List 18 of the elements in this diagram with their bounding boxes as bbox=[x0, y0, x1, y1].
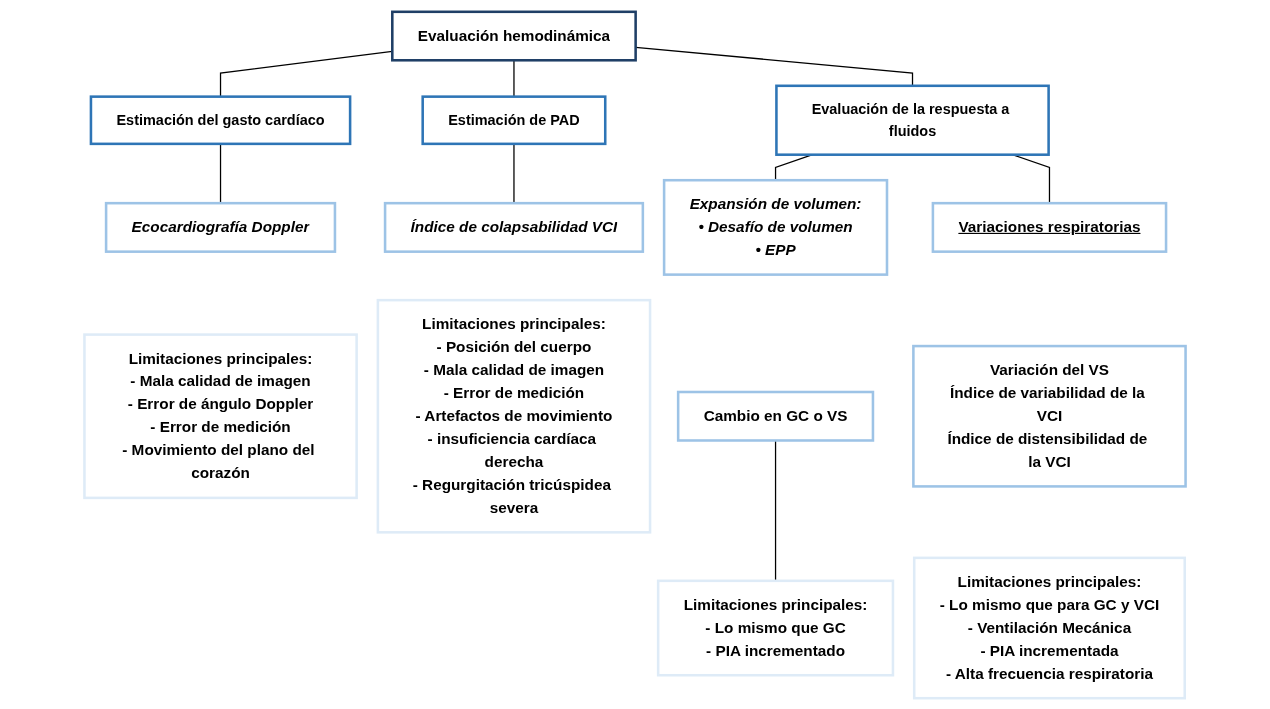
node-box: Estimación del gasto cardíaco bbox=[89, 94, 352, 145]
node-box: Índice de colapsabilidad VCI bbox=[383, 201, 645, 253]
connector bbox=[774, 439, 777, 581]
node-box: Limitaciones principales: - Posición del cuerpo - Mala calidad de imagen - Error de medición - Artefactos de movimiento - insuficiencia cardíaca derecha - Regurgitación tricúspidea severa bbox=[376, 298, 652, 534]
connector bbox=[635, 46, 914, 86]
node-box: Variación del VS Índice de variabilidad de la VCI Índice de distensibilidad de la VCI bbox=[912, 344, 1187, 488]
node-box: Ecocardiografía Doppler bbox=[104, 201, 337, 253]
node-box: Evaluación hemodinámica bbox=[391, 10, 637, 62]
connector bbox=[219, 50, 393, 97]
node-box: Limitaciones principales: - Lo mismo que para GC y VCI - Ventilación Mecánica - PIA incrementada - Alta frecuencia respiratoria bbox=[912, 556, 1186, 699]
node-box: Cambio en GC o VS bbox=[676, 390, 875, 442]
node-box: Estimación de PAD bbox=[421, 94, 607, 145]
node-box: Variaciones respiratorias bbox=[931, 201, 1168, 253]
connector bbox=[513, 59, 515, 97]
node-box: Limitaciones principales: - Lo mismo que GC - PIA incrementado bbox=[656, 579, 895, 676]
node-box: Limitaciones principales: - Mala calidad de imagen - Error de ángulo Doppler - Error de medición - Movimiento del plano del corazón bbox=[83, 332, 358, 499]
node-box: Evaluación de la respuesta a fluidos bbox=[775, 84, 1050, 156]
node-box: Expansión de volumen: • Desafío de volumen • EPP bbox=[662, 178, 889, 276]
